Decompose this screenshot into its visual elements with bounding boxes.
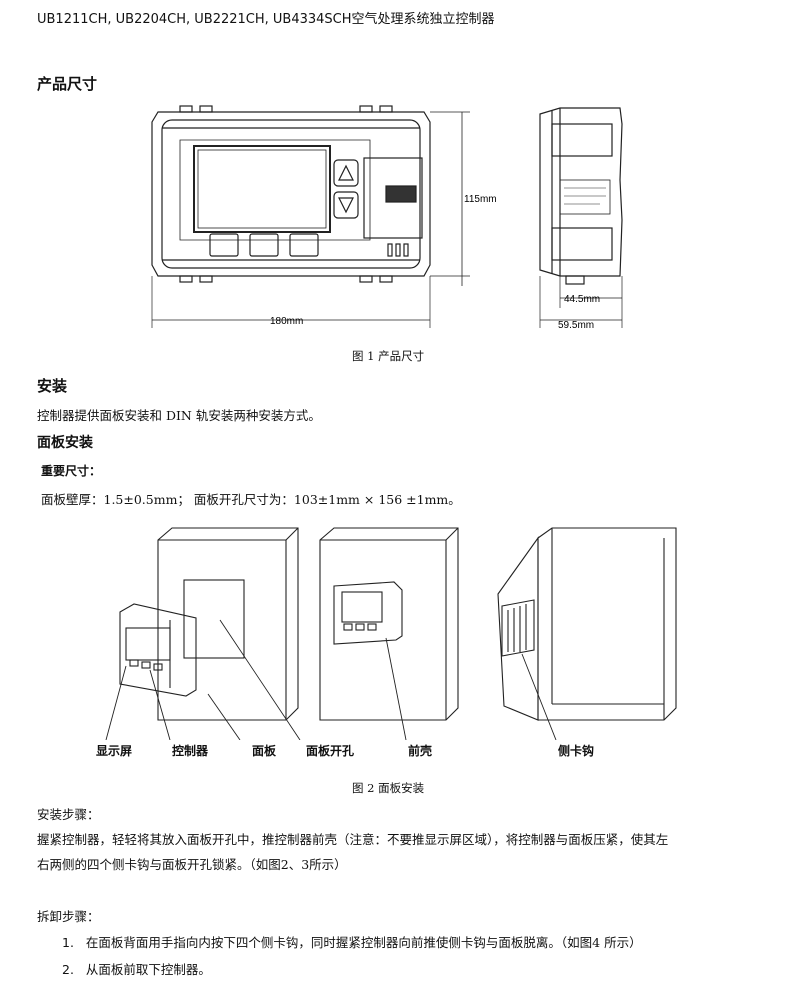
step-text: 在面板背面用手指向内按下四个侧卡钩，同时握紧控制器向前推使侧卡钩与面板脱离。（如… [85, 935, 642, 950]
bottom-button-2 [249, 233, 279, 257]
important-dimensions-text: 面板壁厚：1.5±0.5mm； 面板开孔尺寸为：103±1mm × 156 ±1… [41, 492, 461, 507]
remove-step-2: 2. 从面板前取下控制器。 [62, 959, 211, 978]
product-dimension-drawing: 115mm 180mm 44.5mm 59.5mm [151, 105, 623, 331]
install-steps-title: 安装步骤： [37, 807, 100, 822]
install-intro: 控制器提供面板安装和 DIN 轨安装两种安装方式。 [37, 408, 321, 423]
down-button [333, 191, 359, 219]
install-steps-text-2: 右两侧的四个侧卡钩与面板开孔锁紧。（如图2、3所示） [37, 857, 347, 872]
install-steps-text-1: 握紧控制器，轻轻将其放入面板开孔中，推控制器前壳（注意：不要推显示屏区域），将控… [37, 832, 669, 847]
label-controller: 控制器 [172, 744, 209, 758]
label-display: 显示屏 [96, 744, 133, 758]
step-number: 2. [62, 962, 74, 977]
panel-2 [319, 527, 459, 721]
remove-step-1: 1. 在面板背面用手指向内按下四个侧卡钩，同时握紧控制器向前推使侧卡钩与面板脱离… [62, 932, 642, 951]
up-button [333, 159, 359, 187]
important-dimensions-label: 重要尺寸： [41, 464, 102, 478]
dim-height-label: 115mm [464, 194, 497, 205]
panel-3-box [537, 527, 677, 721]
section-title-dimensions: 产品尺寸 [37, 75, 98, 93]
label-side-hook: 侧卡钩 [558, 744, 595, 758]
side-view-outline [539, 107, 623, 277]
controller-inserting [119, 603, 197, 697]
front-view-outline [151, 111, 431, 277]
label-front-shell: 前壳 [408, 744, 433, 758]
figure-1-caption: 图 1 产品尺寸 [352, 349, 425, 363]
bottom-button-1 [209, 233, 239, 257]
label-panel-hole: 面板开孔 [306, 744, 355, 758]
panel-hole [183, 579, 245, 659]
dim-depth2-label: 59.5mm [558, 320, 594, 331]
section-title-panel: 面板安装 [37, 435, 93, 451]
figure-2-caption: 图 2 面板安装 [352, 781, 425, 795]
bottom-button-3 [289, 233, 319, 257]
step-text: 从面板前取下控制器。 [85, 962, 211, 977]
document-header: UB1211CH, UB2204CH, UB2221CH, UB4334SCH空… [37, 12, 495, 27]
controller-installed [333, 581, 403, 645]
panel-3-door [497, 536, 539, 721]
dim-depth1-label: 44.5mm [564, 294, 600, 305]
panel-install-drawing [105, 527, 677, 740]
step-number: 1. [62, 935, 74, 950]
remove-steps-title: 拆卸步骤： [37, 909, 100, 924]
section-title-install: 安装 [37, 377, 68, 395]
controller-side-view [501, 599, 535, 657]
panel-1 [157, 527, 299, 721]
dim-width-label: 180mm [270, 316, 303, 327]
display-screen [193, 145, 331, 233]
label-panel: 面板 [252, 744, 277, 758]
